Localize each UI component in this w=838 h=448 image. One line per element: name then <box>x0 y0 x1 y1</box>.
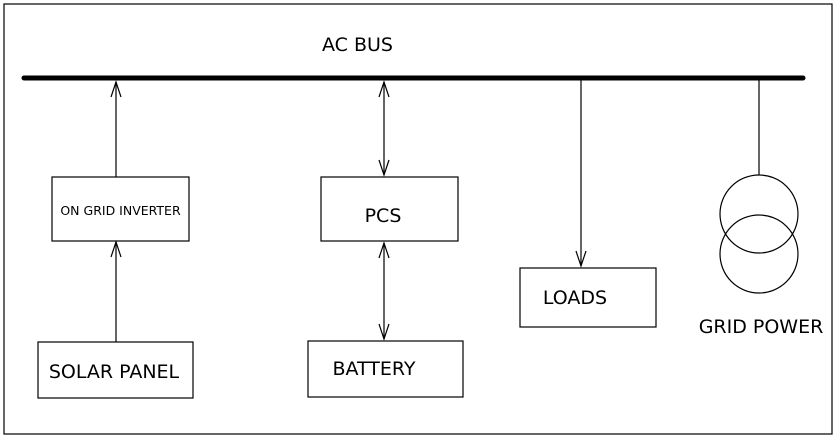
loads-box <box>519 267 657 328</box>
pcs-label: PCS <box>365 205 402 227</box>
solar-to-inverter-arrowhead <box>110 240 122 258</box>
ac-bus-label: AC BUS <box>322 34 393 56</box>
solar-panel-label: SOLAR PANEL <box>49 361 180 383</box>
loads-label: LOADS <box>543 287 607 309</box>
battery-label: BATTERY <box>332 358 415 380</box>
solar-panel-box <box>37 341 194 399</box>
grid-transformer-upper-coil <box>719 174 799 254</box>
inverter-label: ON GRID INVERTER <box>60 203 181 218</box>
battery-box <box>307 340 464 398</box>
battery-pcs-arrowhead-down <box>378 323 390 341</box>
pcs-box <box>320 176 459 242</box>
pcs-bus-arrowhead-up <box>378 80 390 98</box>
grid-transformer-lower-coil <box>719 214 799 294</box>
bus-to-loads-arrowhead <box>575 250 587 268</box>
inverter-to-bus-arrowhead <box>110 80 122 98</box>
pcs-bus-arrowhead-down <box>378 159 390 177</box>
grid-power-label: GRID POWER <box>699 316 824 338</box>
inverter-box <box>51 176 190 242</box>
battery-pcs-arrowhead-up <box>378 241 390 259</box>
